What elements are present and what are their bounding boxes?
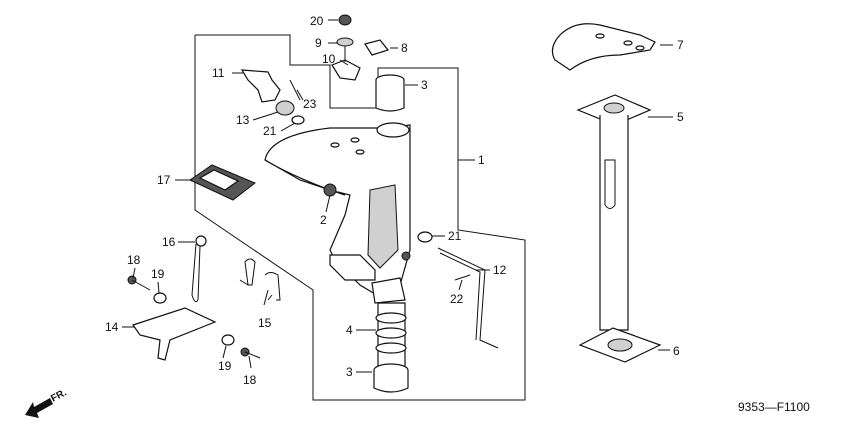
callout-22: 22 <box>450 292 464 306</box>
lower-bushings-part <box>373 302 409 393</box>
bracket-part <box>127 275 261 361</box>
callout-1: 1 <box>478 153 485 167</box>
callout-8: 8 <box>401 41 408 55</box>
upper-bushing-part <box>375 74 405 112</box>
callout-18-top: 18 <box>127 253 141 267</box>
front-direction-arrow-icon: FR. <box>25 387 69 418</box>
callout-3-top: 3 <box>421 78 428 92</box>
callout-19-top: 19 <box>151 267 165 281</box>
callout-5: 5 <box>677 110 684 124</box>
stopper-bolt-part <box>331 14 390 81</box>
callout-3-bottom: 3 <box>346 365 353 379</box>
callout-4: 4 <box>346 323 353 337</box>
assembly-group-outline <box>194 34 526 401</box>
callout-13: 13 <box>236 113 250 127</box>
mount-plate-part <box>551 23 656 71</box>
direction-label: FR. <box>49 387 69 404</box>
callout-7: 7 <box>677 38 684 52</box>
caution-label-part <box>188 164 256 201</box>
callout-2: 2 <box>320 213 327 227</box>
callout-14: 14 <box>105 320 119 334</box>
leader-lines <box>122 19 673 373</box>
tilt-rod-part <box>417 231 499 349</box>
callout-21-left: 21 <box>263 124 277 138</box>
drive-shaft-tube-part <box>576 94 662 363</box>
callout-17: 17 <box>157 173 171 187</box>
callout-20: 20 <box>310 14 324 28</box>
clip-springs-part <box>239 258 281 301</box>
return-spring-part <box>191 235 207 303</box>
callout-16: 16 <box>162 235 176 249</box>
callout-12: 12 <box>493 263 507 277</box>
figure-code: 9353—F1100 <box>738 400 810 414</box>
tilt-lever-part <box>240 69 305 125</box>
callout-18-bottom: 18 <box>243 373 257 387</box>
callout-19-bottom: 19 <box>218 359 232 373</box>
callout-15: 15 <box>258 316 272 330</box>
callout-23: 23 <box>303 97 317 111</box>
callout-11: 11 <box>212 66 225 80</box>
callout-numbers: 20 9 8 10 11 3 23 13 21 1 17 2 21 16 18 … <box>105 14 684 387</box>
callout-9: 9 <box>315 36 322 50</box>
swivel-case-part <box>264 122 411 304</box>
callout-6: 6 <box>673 344 680 358</box>
callout-21-right: 21 <box>448 229 462 243</box>
callout-10: 10 <box>322 52 336 66</box>
